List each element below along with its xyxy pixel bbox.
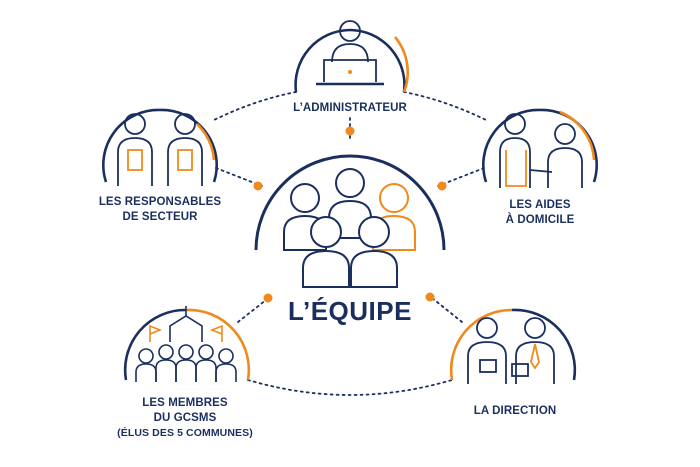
node-admin bbox=[294, 20, 409, 93]
label-direction: LA DIRECTION bbox=[460, 404, 570, 419]
connector-admin-responsables bbox=[213, 91, 297, 121]
label-membres-line1: LES MEMBRES bbox=[142, 397, 228, 409]
dot-bottom-right bbox=[425, 292, 435, 302]
node-direction bbox=[449, 308, 577, 384]
home-aid-icon bbox=[499, 113, 583, 188]
node-aides bbox=[482, 108, 598, 188]
council-members-icon bbox=[135, 306, 237, 382]
node-membres bbox=[123, 306, 251, 382]
label-membres: LES MEMBRES DU GCSMS (ÉLUS DES 5 COMMUNE… bbox=[100, 396, 270, 441]
label-membres-line2: DU GCSMS bbox=[153, 412, 217, 424]
dot-right bbox=[437, 181, 447, 191]
dotted-connectors bbox=[213, 91, 487, 396]
supervisors-icon bbox=[117, 113, 203, 186]
label-admin-text: L’ADMINISTRATEUR bbox=[293, 102, 407, 114]
team-icon bbox=[283, 168, 416, 288]
label-direction-text: LA DIRECTION bbox=[473, 405, 557, 417]
label-responsables-line2: DE SECTEUR bbox=[122, 211, 198, 223]
connector-admin-aides bbox=[403, 91, 487, 121]
center-arc bbox=[254, 154, 446, 251]
computer-user-icon bbox=[316, 20, 384, 86]
connector-membres-direction bbox=[247, 379, 453, 396]
center-node bbox=[254, 154, 446, 288]
node-responsables bbox=[102, 108, 218, 186]
connector-dots bbox=[253, 126, 447, 303]
dot-admin bbox=[345, 126, 355, 136]
label-admin: L’ADMINISTRATEUR bbox=[290, 101, 410, 116]
connector-aides-center bbox=[437, 167, 485, 187]
label-responsables-line1: LES RESPONSABLES bbox=[98, 196, 222, 208]
label-aides: LES AIDES À DOMICILE bbox=[490, 198, 590, 228]
label-aides-line1: LES AIDES bbox=[509, 199, 571, 211]
connector-direction-center bbox=[431, 297, 463, 323]
dot-bottom-left bbox=[263, 293, 273, 303]
connector-responsables-center bbox=[215, 167, 263, 187]
label-membres-line3: (ÉLUS DES 5 COMMUNES) bbox=[117, 427, 253, 439]
connector-membres-center bbox=[237, 299, 267, 323]
center-title: L’ÉQUIPE bbox=[288, 296, 412, 326]
directors-icon bbox=[467, 317, 555, 384]
dot-left bbox=[253, 181, 263, 191]
label-aides-line2: À DOMICILE bbox=[505, 214, 575, 226]
label-responsables: LES RESPONSABLES DE SECTEUR bbox=[90, 195, 230, 225]
